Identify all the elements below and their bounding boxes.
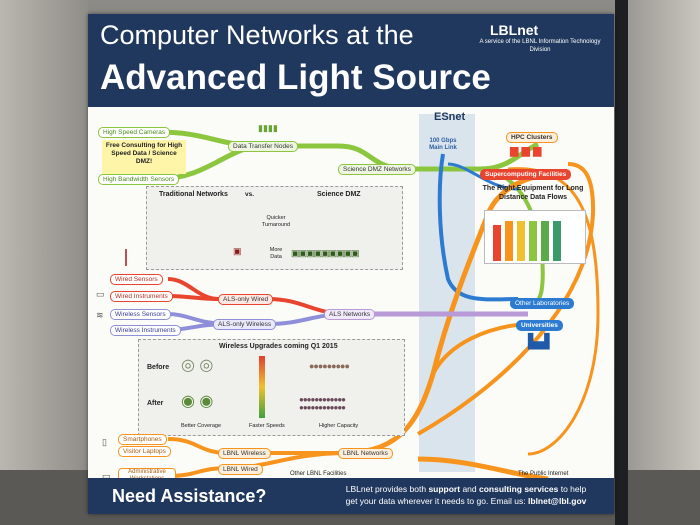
node-als-wireless: ALS-only Wireless <box>213 319 277 330</box>
public-internet-label: The Public Internet <box>518 471 569 477</box>
tent-wall-left <box>0 0 88 525</box>
need-assistance-heading: Need Assistance? <box>112 486 267 506</box>
vs-label: vs. <box>245 191 255 198</box>
footer-text: and <box>460 484 479 494</box>
footer-text: to help <box>558 484 587 494</box>
node-als-networks: ALS Networks <box>324 309 376 320</box>
speed-gauge <box>259 356 265 418</box>
equipment-chart <box>484 210 586 264</box>
poster-footer: Need Assistance? LBLnet provides both su… <box>88 478 614 514</box>
wireless-upgrades-panel: Wireless Upgrades coming Q1 2015 Before … <box>138 339 405 436</box>
right-equipment-label: The Right Equipment for Long Distance Da… <box>482 185 584 201</box>
node-lbnl-wireless: LBNL Wireless <box>218 448 271 459</box>
tent-wall-right <box>628 0 700 525</box>
node-supercomputing: Supercomputing Facilities <box>480 169 572 180</box>
node-visitor-laptops: Visitor Laptops <box>118 446 171 457</box>
before-label: Before <box>147 364 170 371</box>
after-label: After <box>147 400 164 407</box>
sensor-array-icon: ▣▣▣▣▣▣▣▣▣ <box>291 248 360 258</box>
better-coverage-label: Better Coverage <box>181 423 222 429</box>
comparison-panel: Traditional Networks vs. Science DMZ Qui… <box>146 186 403 270</box>
science-dmz-label: Science DMZ <box>317 191 361 198</box>
coverage-before-icon: ◎ ◎ <box>181 357 214 374</box>
sensor-small-icon: ▣ <box>233 246 242 256</box>
capacity-before-icon: ●●●●●●●●● <box>309 361 350 371</box>
more-data-label: More Data <box>269 247 283 260</box>
footer-support: support <box>428 484 461 494</box>
lblnet-logo: LBLnet <box>490 22 539 38</box>
higher-capacity-label: Higher Capacity <box>319 423 359 429</box>
node-lbnl-wired: LBNL Wired <box>218 464 263 475</box>
other-lbnl-facilities-label: Other LBNL Facilities <box>290 471 347 477</box>
wifi-icon: ≋ <box>96 310 104 320</box>
poster-header: Computer Networks at the Advanced Light … <box>88 14 614 107</box>
equipment-bar <box>553 221 561 261</box>
node-wired-instruments: Wired Instruments <box>110 291 173 302</box>
node-other-laboratories: Other Laboratories <box>510 298 575 309</box>
lblnet-subtitle: A service of the LBNL Information Techno… <box>479 39 601 53</box>
esnet-link-label: 100 Gbps Main Link <box>429 138 457 151</box>
equipment-bar <box>529 221 537 261</box>
node-wired-sensors: Wired Sensors <box>110 274 163 285</box>
poster-title-line2: Advanced Light Source <box>100 58 491 97</box>
capacity-after-icon: ●●●●●●●●●●●●●●●●●●●●●●●● <box>299 395 346 412</box>
wireless-upgrades-title: Wireless Upgrades coming Q1 2015 <box>219 343 338 350</box>
node-data-transfer: Data Transfer Nodes <box>228 141 298 152</box>
poster-board: Computer Networks at the Advanced Light … <box>88 14 614 514</box>
flow-lbnl-hpc <box>417 162 596 436</box>
node-wireless-instruments: Wireless Instruments <box>110 325 181 336</box>
node-high-speed-cameras: High Speed Cameras <box>98 127 171 138</box>
equipment-bar <box>505 221 513 261</box>
poster-title-line1: Computer Networks at the <box>100 20 414 50</box>
hpc-cluster-icon: ▆ ▆ ▆ <box>510 145 542 157</box>
footer-email[interactable]: lblnet@lbl.gov <box>528 496 587 506</box>
equipment-bar <box>493 225 501 261</box>
footer-consulting: consulting services <box>478 484 559 494</box>
university-icon: ▙▟ <box>528 333 550 349</box>
workstation-icon: ▭ <box>102 471 111 481</box>
consulting-callout: Free Consulting for High Speed Data / Sc… <box>102 140 186 174</box>
computer-icon: ▭ <box>96 289 105 299</box>
equipment-bar <box>517 221 525 261</box>
footer-text: get your data wherever it needs to go. E… <box>345 496 529 506</box>
footer-message: LBLnet provides both support and consult… <box>322 483 610 507</box>
flow-lbnl-universities <box>431 322 529 375</box>
esnet-link-column <box>419 114 475 472</box>
node-als-wired: ALS-only Wired <box>218 294 274 305</box>
traditional-networks-label: Traditional Networks <box>159 191 228 198</box>
node-hpc-clusters: HPC Clusters <box>506 132 558 143</box>
node-lbnl-networks: LBNL Networks <box>338 448 393 459</box>
node-universities: Universities <box>516 320 563 331</box>
coverage-after-icon: ◉ ◉ <box>181 393 214 410</box>
equipment-bar <box>541 221 549 261</box>
node-smartphones: Smartphones <box>118 434 167 445</box>
node-wireless-sensors: Wireless Sensors <box>110 309 171 320</box>
footer-text: LBLnet provides both <box>345 484 429 494</box>
faster-speeds-label: Faster Speeds <box>249 423 285 429</box>
quicker-turnaround-label: Quicker Turnaround <box>261 215 291 228</box>
node-science-dmz-networks: Science DMZ Networks <box>338 164 416 175</box>
node-high-bandwidth-sensors: High Bandwidth Sensors <box>98 174 180 185</box>
tent-pole <box>615 0 628 525</box>
smartphone-icon: ▯ <box>102 437 107 447</box>
server-icon: ▮▮▮▮ <box>258 123 278 133</box>
flow-esnet-labs <box>437 153 519 302</box>
flow-lbnl-internet <box>417 456 549 482</box>
esnet-logo: ESnet <box>434 111 466 123</box>
